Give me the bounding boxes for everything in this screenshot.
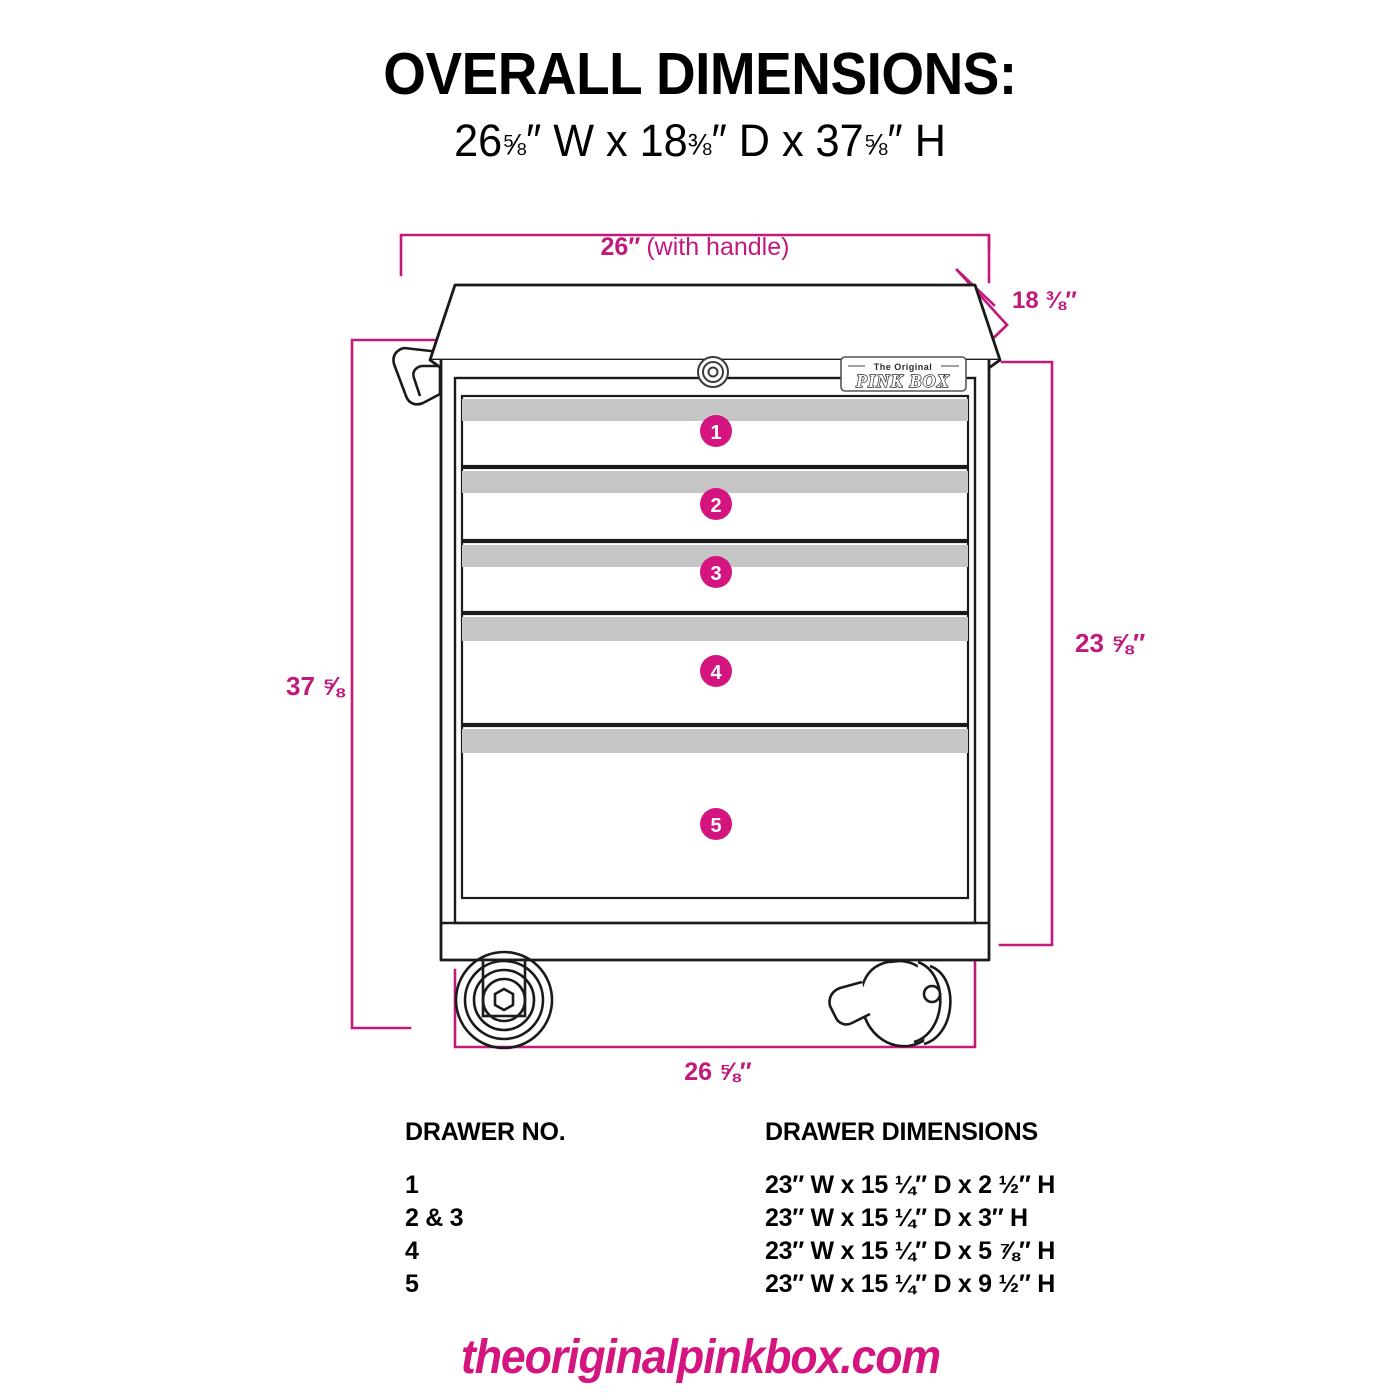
depth-value: 18 — [639, 115, 688, 167]
top-width-label: 26″(with handle) — [601, 233, 790, 261]
website-url[interactable]: theoriginalpinkbox.com — [460, 1331, 941, 1384]
drawer-dimensions-cell: 23″ W x 15 ¼″ D x 5 ⅞″ H — [765, 1237, 1055, 1265]
drawer-5[interactable]: 5 — [460, 724, 970, 900]
drawer-dimensions-cell: 23″ W x 15 ¼″ D x 3″ H — [765, 1204, 1028, 1232]
drawer-dimensions-cell: 23″ W x 15 ¼″ D x 9 ½″ H — [765, 1270, 1055, 1298]
right-height-label: 23 ⅝″ — [1075, 628, 1145, 658]
dimension-lines — [350, 233, 1054, 1049]
bottom-width-label: 26 ⅝″ — [684, 1058, 752, 1086]
table-row: 5 23″ W x 15 ¼″ D x 9 ½″ H — [405, 1268, 1125, 1301]
drawer-1-pull[interactable] — [462, 399, 968, 421]
drawer-2-badge — [700, 488, 732, 520]
right-height-bracket — [998, 360, 1054, 947]
drawer-2[interactable]: 2 — [460, 466, 970, 542]
drawer-3-pull[interactable] — [462, 545, 968, 567]
caster-right-swivel — [828, 959, 952, 1048]
footer: theoriginalpinkbox.com — [0, 1330, 1400, 1385]
header: OVERALL DIMENSIONS: 26⅝″ W x 18⅜″ D x 37… — [0, 44, 1400, 163]
tool-cabinet: The Original PINK BOX 1 2 3 — [392, 283, 1002, 1050]
width-fraction: ⅝ — [502, 128, 526, 162]
lock-cylinder-icon — [697, 356, 729, 388]
caster-brake-pedal[interactable] — [828, 980, 871, 1026]
drawer-dimensions-cell: 23″ W x 15 ¼″ D x 2 ½″ H — [765, 1171, 1055, 1199]
drawer-1-badge — [700, 415, 732, 447]
left-height-bracket — [350, 338, 442, 1030]
logo-main-text: PINK BOX — [855, 371, 950, 391]
drawer-dimensions-table: DRAWER NO. DRAWER DIMENSIONS 1 23″ W x 1… — [405, 1118, 1125, 1301]
tool-cabinet-diagram: 26″(with handle) 18 ⅜″ 37 ⅝ 23 ⅝″ 26 ⅝″ — [0, 200, 1400, 1100]
caster-left-hub — [493, 987, 515, 1012]
top-width-value: 26″ — [601, 233, 641, 261]
logo-top-text: The Original — [874, 362, 933, 372]
depth-label: 18 ⅜″ — [1012, 287, 1077, 314]
drawer-5-badge — [700, 808, 732, 840]
drawer-3-badge — [700, 556, 732, 588]
height-unit: ″ H — [887, 115, 946, 167]
drawer-3[interactable]: 3 — [460, 540, 970, 614]
drawer-2-badge-label: 2 — [710, 495, 721, 517]
drawer-1[interactable]: 1 — [460, 394, 970, 468]
overall-dimensions-subtitle: 26⅝″ W x 18⅜″ D x 37⅝″ H — [28, 118, 1372, 163]
column-header-drawer-no: DRAWER NO. — [405, 1118, 566, 1146]
table-row: 1 23″ W x 15 ¼″ D x 2 ½″ H — [405, 1169, 1125, 1202]
table-row: 4 23″ W x 15 ¼″ D x 5 ⅞″ H — [405, 1235, 1125, 1268]
drawer-5-pull[interactable] — [462, 729, 968, 753]
drawer-4-badge — [700, 655, 732, 687]
drawer-no-cell: 2 & 3 — [405, 1204, 464, 1232]
drawer-2-pull[interactable] — [462, 471, 968, 493]
bottom-width-bracket — [453, 960, 977, 1049]
drawer-no-cell: 5 — [405, 1270, 419, 1298]
drawer-4-pull[interactable] — [462, 617, 968, 641]
pink-box-logo: The Original PINK BOX — [840, 356, 967, 392]
cabinet-top-lid — [428, 283, 1002, 362]
drawer-5-badge-label: 5 — [710, 815, 721, 837]
table-header-row: DRAWER NO. DRAWER DIMENSIONS — [405, 1118, 1125, 1147]
drawer-no-cell: 4 — [405, 1237, 419, 1265]
page-title: OVERALL DIMENSIONS: — [383, 41, 1017, 107]
top-width-note: (with handle) — [646, 233, 789, 261]
drawer-4[interactable]: 4 — [460, 612, 970, 726]
top-width-bracket — [399, 233, 991, 284]
width-unit: ″ W x — [525, 115, 640, 167]
caster-left — [454, 950, 554, 1050]
table-row: 2 & 3 23″ W x 15 ¼″ D x 3″ H — [405, 1202, 1125, 1235]
logo-plate — [840, 356, 967, 392]
drawer-3-badge-label: 3 — [710, 563, 721, 585]
width-value: 26 — [454, 115, 503, 167]
drawer-1-badge-label: 1 — [710, 422, 721, 444]
left-height-label: 37 ⅝ — [286, 671, 346, 701]
column-header-drawer-dimensions: DRAWER DIMENSIONS — [765, 1118, 1039, 1146]
depth-unit: ″ D x — [711, 115, 816, 167]
height-fraction: ⅝ — [863, 128, 888, 162]
depth-fraction: ⅜ — [687, 128, 712, 162]
drawer-no-cell: 1 — [405, 1171, 419, 1199]
height-value: 37 — [815, 115, 864, 167]
drawer-4-badge-label: 4 — [710, 662, 722, 684]
